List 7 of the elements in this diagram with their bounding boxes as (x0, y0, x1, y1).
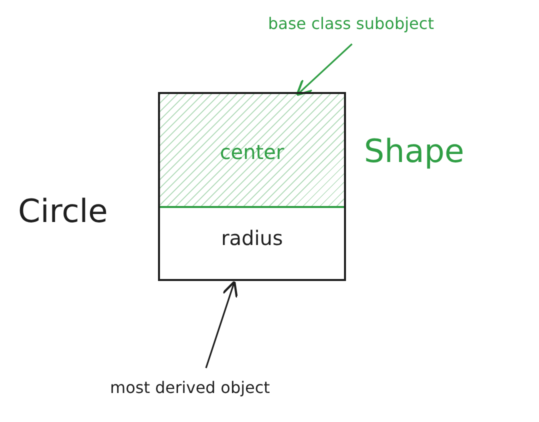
annotation-text: most derived object (110, 378, 270, 397)
member-label: center (218, 140, 286, 164)
annotation-text: base class subobject (268, 14, 434, 33)
leader-arrow (205, 280, 238, 368)
member-label: radius (220, 226, 284, 250)
class-name: Circle (18, 192, 108, 230)
class-name: Shape (364, 132, 464, 170)
